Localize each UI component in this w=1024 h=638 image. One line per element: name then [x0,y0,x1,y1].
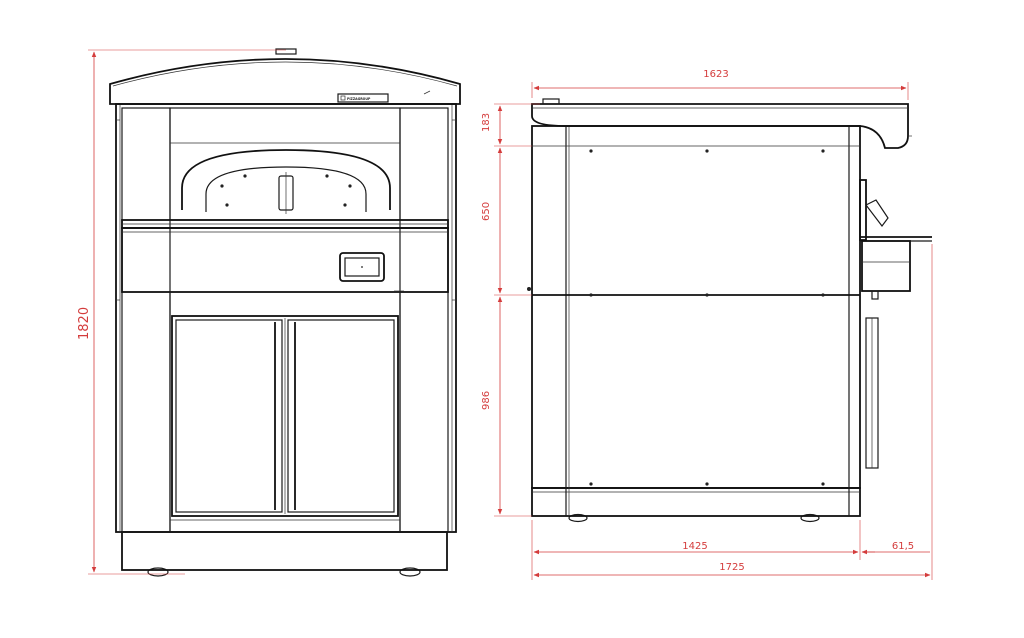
front-body [115,103,457,533]
side-vent [542,98,560,105]
dimension-1623: 1623 [703,69,728,80]
dimension-61-5: 61,5 [892,541,914,552]
cabinet-door-right [287,319,395,513]
side-rivets [589,149,825,486]
front-foot-left [147,567,169,577]
brand-plate: PIZZAGROUP [337,93,389,103]
oven-mouth [181,149,391,210]
front-view: PIZZAGROUP [109,48,461,577]
dimension-1725: 1725 [719,562,744,573]
side-top [531,103,909,149]
side-foot-right [800,513,820,523]
side-body [531,125,861,489]
brand-plate-text: PIZZAGROUP [347,97,371,101]
dimension-183: 183 [481,113,492,132]
control-band [121,227,449,293]
side-shelf [859,179,932,300]
side-view [527,98,932,523]
front-cabinet [169,291,401,533]
side-foot-left [568,513,588,523]
cabinet-door-left [175,319,283,513]
front-dome [109,58,461,105]
dimension-1425: 1425 [682,541,707,552]
front-height-dimension: 1820 [77,49,286,575]
control-panel [339,252,385,282]
dimension-1820: 1820 [77,307,92,340]
dimension-650: 650 [481,202,492,221]
front-base [121,531,448,571]
front-foot-right [399,567,421,577]
dimension-986: 986 [481,391,492,410]
front-vent [275,48,297,55]
side-dimensions: 1623 183 650 986 1425 61,5 1725 [481,69,933,580]
